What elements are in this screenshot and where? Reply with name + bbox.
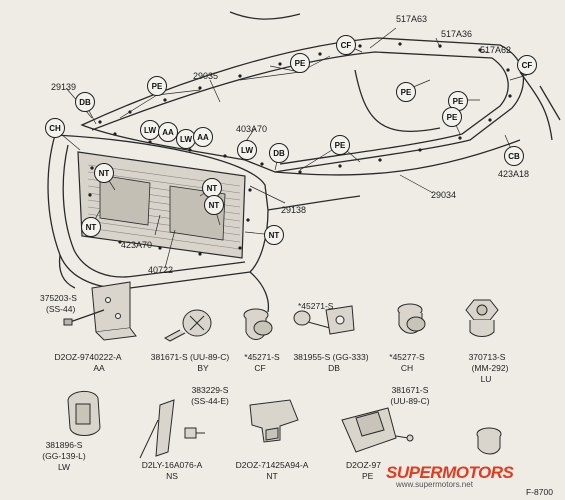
nt-letter-code: NT <box>266 471 278 481</box>
callout-pe-3: PE <box>396 82 416 102</box>
label-29139: 29139 <box>51 82 77 92</box>
db-letter-code: DB <box>328 363 340 373</box>
callout-aa-2: AA <box>193 127 213 147</box>
aa-spec: (SS-44) <box>46 304 76 314</box>
callout-nt-1: NT <box>94 163 114 183</box>
part-lu-bolt <box>465 299 499 337</box>
callout-ch: CH <box>45 118 65 138</box>
callout-nt-4: NT <box>81 217 101 237</box>
cf-part-code: *45271-S <box>244 352 280 362</box>
ch-letter-code: CH <box>400 363 414 373</box>
aa-letter-code: AA <box>93 363 105 373</box>
callout-pe-1: PE <box>290 53 310 73</box>
callout-lw-3: LW <box>237 140 257 160</box>
label-29034: 29034 <box>431 190 457 200</box>
part-nt-nut <box>249 399 299 443</box>
label-40722: 40722 <box>148 265 174 275</box>
label-403a70: 403A70 <box>236 124 268 134</box>
label-423a18: 423A18 <box>498 169 530 179</box>
callout-cf-right: CF <box>517 55 537 75</box>
label-517a63: 517A63 <box>396 14 428 24</box>
label-29138: 29138 <box>281 205 307 215</box>
by-part-code: 381671-S (UU-89-C) <box>150 352 230 362</box>
callout-lw-1: LW <box>140 120 160 140</box>
callout-pe-5: PE <box>442 107 462 127</box>
callout-cb: CB <box>504 146 524 166</box>
watermark-brand: SUPERMOTORS <box>386 463 514 482</box>
part-cf-clip <box>243 308 273 340</box>
label-517a62: 517A62 <box>480 45 512 55</box>
pe-letter-code: PE <box>362 471 374 481</box>
callout-pe-6: PE <box>330 135 350 155</box>
aa-part-code: D2OZ-9740222-A <box>54 352 122 362</box>
label-29035: 29035 <box>193 71 219 81</box>
db-part-code: 381955-S (GG-333) <box>293 352 369 362</box>
part-db-retainer <box>293 305 355 335</box>
pe-part-code: D2OZ-97 <box>346 460 381 470</box>
part-lw-clip <box>67 391 101 436</box>
lu-spec: (MM-292) <box>471 363 509 373</box>
aa-part-number: 375203-S <box>40 293 77 303</box>
pe-spec: (UU-89-C) <box>390 396 430 406</box>
pe-part-number: 381671-S <box>391 385 429 395</box>
callout-aa-1: AA <box>158 122 178 142</box>
lw-spec: (GG-139-L) <box>42 451 86 461</box>
figure-code: F-8700 <box>526 487 553 497</box>
part-ch-clip <box>397 303 426 334</box>
callout-cf-top: CF <box>336 35 356 55</box>
part-ns-strip <box>139 399 205 459</box>
by-letter-code: BY <box>197 363 209 373</box>
cf-letter-code: CF <box>254 363 266 373</box>
trunk-lid <box>80 11 561 173</box>
part-aa-bracket <box>63 281 137 341</box>
rear-body-panel <box>47 134 521 313</box>
callout-nt-3: NT <box>204 195 224 215</box>
lu-part-code: 370713-S <box>468 352 506 362</box>
lw-part-code: 381896-S <box>45 440 83 450</box>
db-top-code: *45271-S <box>298 301 334 311</box>
part-grommet <box>476 427 502 455</box>
ns-part-number: 383229-S <box>191 385 229 395</box>
lw-letter-code: LW <box>57 462 71 472</box>
ns-spec: (SS-44-E) <box>191 396 229 406</box>
label-423a70: 423A70 <box>121 240 153 250</box>
ns-letter-code: NS <box>166 471 178 481</box>
part-pe-bracket <box>341 407 414 453</box>
taillight-panel <box>77 151 246 259</box>
ns-part-code: D2LY-16A076-A <box>141 460 203 470</box>
part-by-screw <box>163 309 212 342</box>
label-517a36: 517A36 <box>441 29 473 39</box>
watermark-url: www.supermotors.net <box>396 480 473 489</box>
nt-part-code: D2OZ-71425A94-A <box>235 460 309 470</box>
lu-letter-code: LU <box>480 374 492 384</box>
callout-pe-2: PE <box>147 76 167 96</box>
callout-nt-5: NT <box>264 225 284 245</box>
ch-part-code: *45277-S <box>389 352 425 362</box>
callout-pe-4: PE <box>448 91 468 111</box>
callout-db-2: DB <box>269 143 289 163</box>
callout-db-1: DB <box>75 92 95 112</box>
